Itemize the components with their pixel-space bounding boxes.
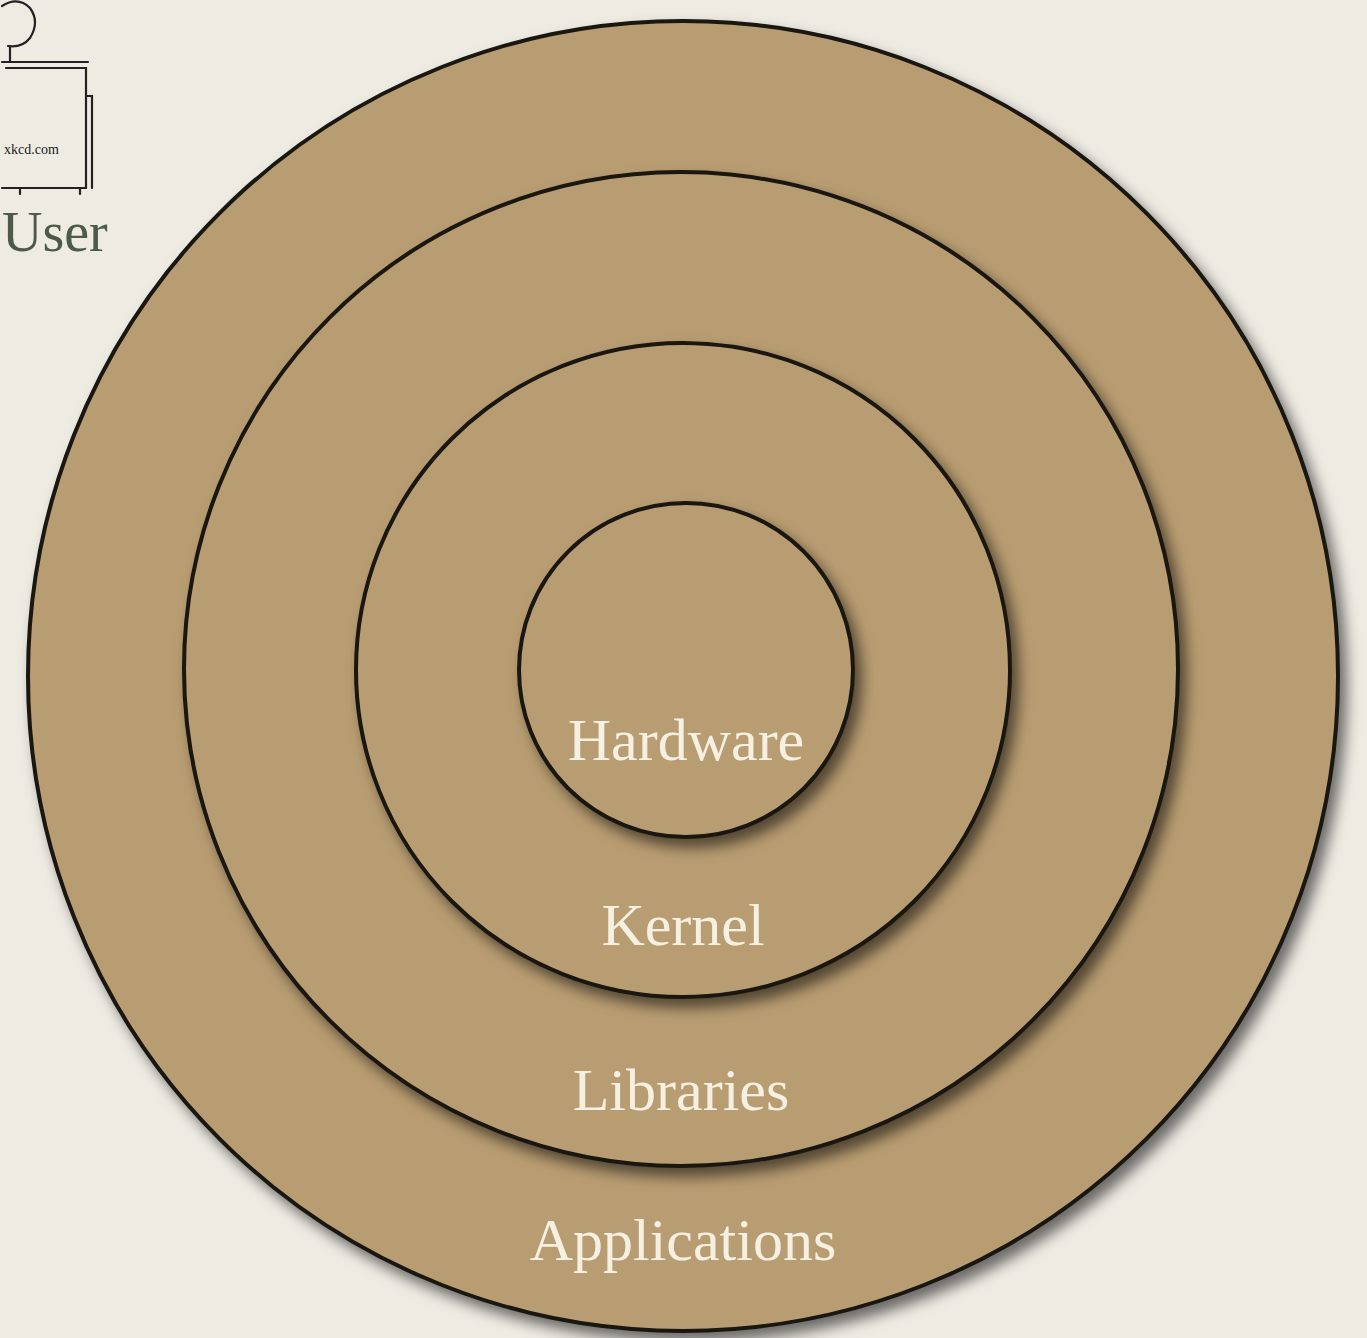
layer-label: Kernel xyxy=(353,891,1013,960)
circle-outline xyxy=(516,500,856,840)
circle-layer: Libraries Kernel Hardware xyxy=(181,169,1181,1169)
circle-layer: Hardware xyxy=(516,500,856,840)
layer-label: Applications xyxy=(25,1206,1341,1275)
user-label: User xyxy=(2,200,108,264)
layer-label: Hardware xyxy=(516,706,856,775)
circle-layer: Applications Libraries Kernel Hardware xyxy=(25,18,1341,1334)
user-icon xyxy=(0,0,140,200)
watermark: xkcd.com xyxy=(4,142,59,158)
circle-layer: Kernel Hardware xyxy=(353,340,1013,1000)
layer-label: Libraries xyxy=(181,1056,1181,1125)
